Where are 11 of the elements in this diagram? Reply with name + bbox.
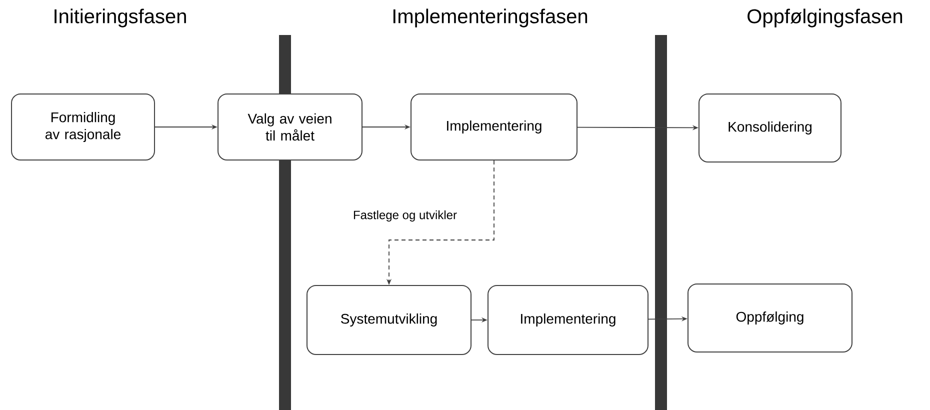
process-box: Implementering	[410, 94, 578, 160]
process-box: Valg av veien til målet	[218, 94, 362, 160]
process-box: Oppfølging	[688, 284, 852, 352]
phase-heading: Initieringsfasen	[54, 8, 186, 28]
process-box: Formidling av rasjonale	[11, 94, 156, 160]
phase-heading: Oppfølgingsfasen	[748, 8, 902, 28]
process-box: Konsolidering	[698, 94, 842, 162]
process-box: Systemutvikling	[306, 285, 472, 355]
process-box: Implementering	[488, 285, 648, 355]
phase-heading: Implementeringsfasen	[393, 8, 588, 28]
edge-label: Fastlege og utvikler	[352, 209, 458, 223]
